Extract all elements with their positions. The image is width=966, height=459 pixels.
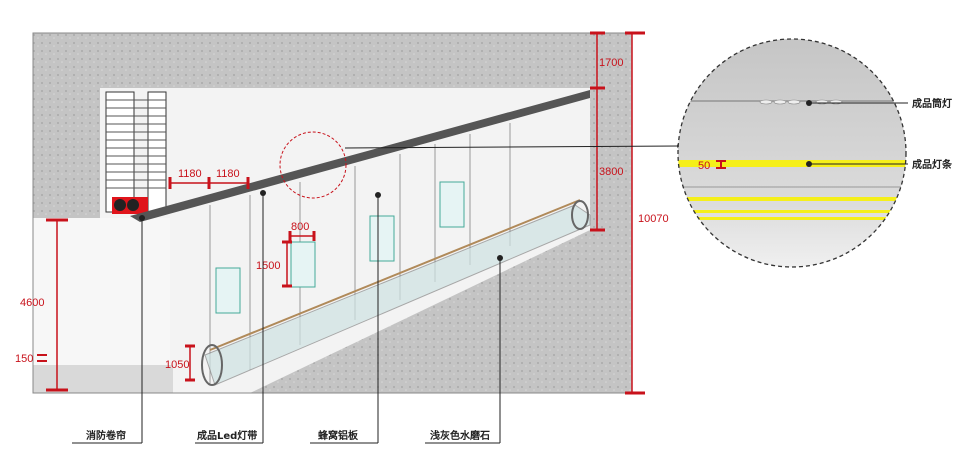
interior-wall	[100, 88, 590, 393]
dim-1180-a: 1180	[178, 168, 202, 180]
label-fire-shutter: 消防卷帘	[86, 429, 126, 442]
label-light-bar: 成品灯条	[912, 158, 953, 171]
poster	[369, 215, 395, 262]
stair-concrete	[250, 230, 632, 393]
dim-50: 50	[698, 160, 710, 172]
dim-800: 800	[291, 221, 309, 233]
dim-1500: 1500	[256, 260, 280, 272]
dim-4600: 4600	[20, 297, 44, 309]
leader-lines	[72, 193, 501, 444]
detail-callout	[678, 39, 906, 267]
fire-shutter	[105, 91, 167, 214]
dim-1050: 1050	[165, 359, 189, 371]
poster	[215, 267, 241, 314]
lower-left-wall	[33, 218, 170, 365]
dimension-lines	[37, 31, 645, 395]
label-terrazzo: 浅灰色水磨石	[430, 429, 490, 442]
callout-line	[344, 145, 681, 149]
left-concrete-wall	[33, 88, 100, 218]
dim-10070: 10070	[638, 213, 669, 225]
escalator	[201, 199, 591, 386]
sloped-ceiling	[130, 90, 590, 222]
dim-1180-b: 1180	[216, 168, 240, 180]
dim-1700: 1700	[599, 57, 623, 69]
dim-3800: 3800	[599, 166, 623, 178]
poster	[290, 241, 316, 288]
label-led-strip: 成品Led灯带	[197, 429, 257, 442]
upper-concrete-band	[33, 33, 632, 88]
poster	[439, 181, 465, 228]
label-downlight: 成品筒灯	[912, 97, 952, 110]
light-strip	[678, 160, 906, 167]
label-honeycomb-panel: 蜂窝铝板	[318, 429, 359, 442]
dim-150: 150	[15, 353, 33, 365]
detail-marker-circle	[279, 131, 347, 199]
